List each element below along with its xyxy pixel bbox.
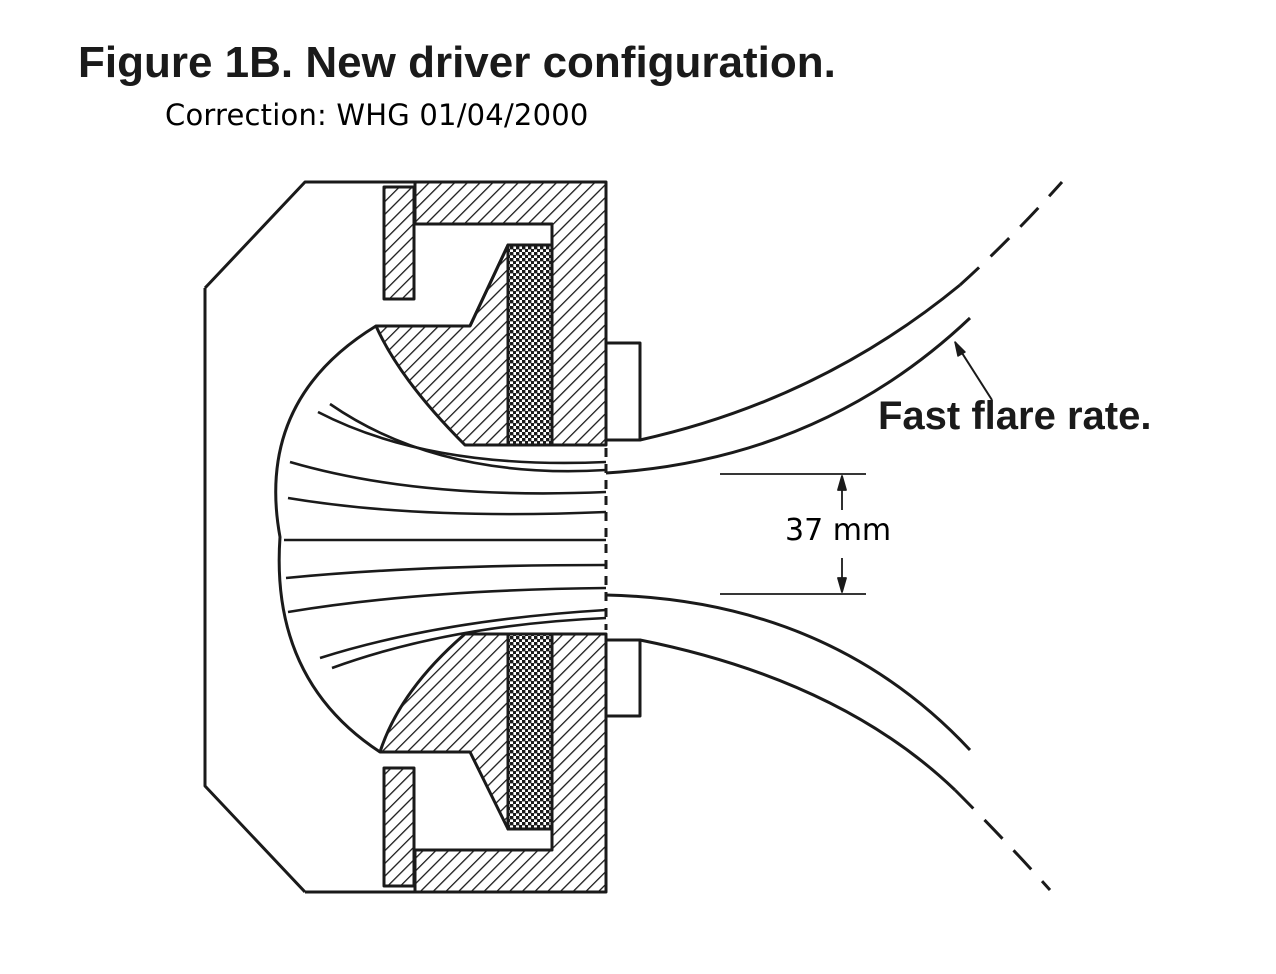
top-post [382, 185, 416, 301]
phase-plug-channels [284, 402, 607, 670]
bottom-throat-flange [606, 638, 642, 718]
dimension-37mm [720, 473, 866, 595]
horn-outer-bottom-dashed [953, 788, 1052, 892]
horn-outer-top-dashed [958, 180, 1064, 287]
flare-rate-label: Fast flare rate. [878, 394, 1152, 438]
bottom-post [382, 766, 416, 888]
top-magnet [506, 243, 554, 447]
top-diaphragm-cone [465, 244, 510, 447]
top-throat-flange [606, 341, 642, 442]
horn-outer-bottom [639, 638, 957, 792]
horn-outer-top [639, 283, 961, 442]
horn-inner-bottom [605, 593, 972, 752]
bottom-phase-wedge [378, 632, 510, 831]
figure-title: Figure 1B. New driver configuration. [78, 38, 836, 87]
flare-leader-arrow [954, 341, 966, 357]
throat-diameter-label: 37 mm [783, 513, 894, 548]
correction-note: Correction: WHG 01/04/2000 [165, 98, 589, 132]
dome-outline [274, 324, 381, 754]
bottom-magnet [506, 632, 554, 831]
horn-inner-top [605, 316, 972, 475]
